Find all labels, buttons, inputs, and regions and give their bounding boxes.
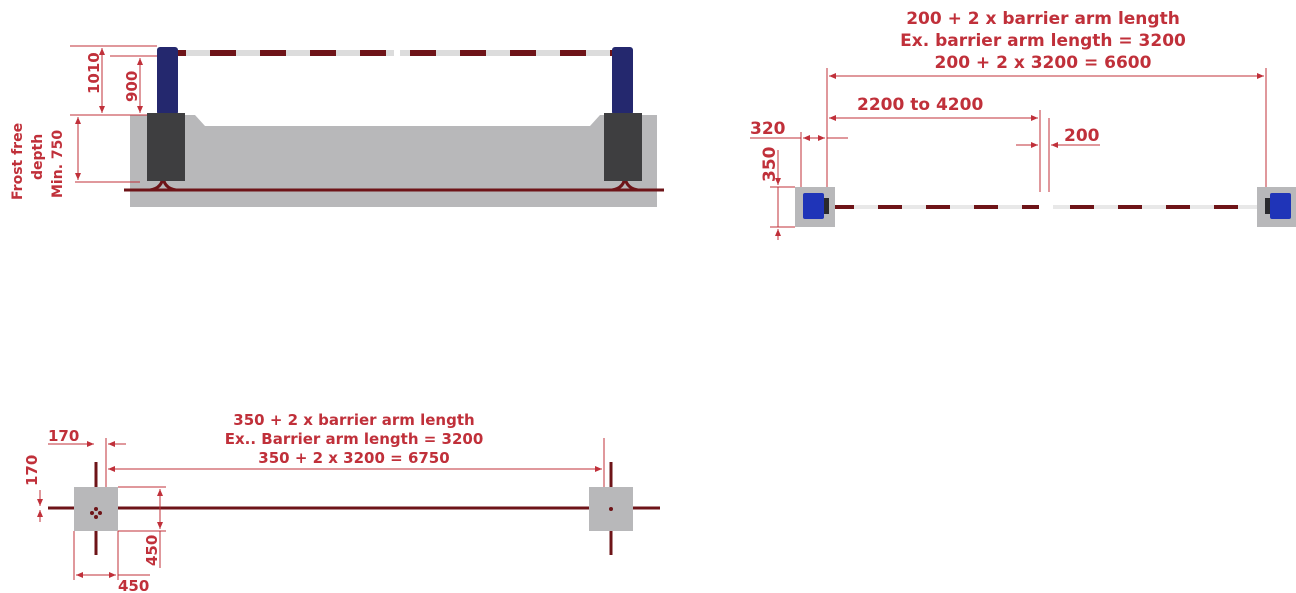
top-left-arm bbox=[835, 205, 1039, 209]
found-formula-line3: 350 + 2 x 3200 = 6750 bbox=[258, 449, 449, 467]
top-right-barrier-unit bbox=[1270, 193, 1291, 219]
frost-label-line3: Min. 750 bbox=[50, 130, 66, 198]
left-barrier-post bbox=[157, 47, 178, 115]
top-dim-range-label: 2200 to 4200 bbox=[857, 95, 983, 115]
top-formula-line3: 200 + 2 x 3200 = 6600 bbox=[935, 53, 1152, 73]
left-post-housing bbox=[147, 113, 185, 181]
top-dim-350-label: 350 bbox=[760, 146, 780, 182]
top-dim-200-label: 200 bbox=[1064, 126, 1100, 146]
foundation-view: 350 + 2 x barrier arm length Ex.. Barrie… bbox=[23, 411, 660, 593]
top-right-arm bbox=[1053, 205, 1257, 209]
right-barrier-arm bbox=[400, 50, 612, 56]
side-view: 1010 900 Frost free depth Min. 750 bbox=[10, 45, 664, 207]
found-dim-450-v-label: 450 bbox=[143, 535, 161, 566]
dim-1010-label: 1010 bbox=[85, 52, 103, 94]
dim-900-label: 900 bbox=[123, 71, 141, 102]
found-dim-170-v-label: 170 bbox=[23, 455, 41, 486]
left-barrier-arm bbox=[178, 50, 394, 56]
found-formula-line2: Ex.. Barrier arm length = 3200 bbox=[225, 430, 484, 448]
right-post-housing bbox=[604, 113, 642, 181]
found-dim-450-h-label: 450 bbox=[118, 577, 149, 593]
found-dim-170-h-label: 170 bbox=[48, 427, 79, 445]
top-formula-line2: Ex. barrier arm length = 3200 bbox=[900, 31, 1186, 51]
top-view: 200 + 2 x barrier arm length Ex. barrier… bbox=[750, 9, 1296, 240]
concrete-foundation bbox=[130, 115, 657, 207]
right-barrier-post bbox=[612, 47, 633, 115]
frost-label-line2: depth bbox=[30, 134, 46, 180]
frost-label-line1: Frost free bbox=[10, 123, 26, 200]
top-dim-320-label: 320 bbox=[750, 119, 786, 139]
found-formula-line1: 350 + 2 x barrier arm length bbox=[233, 411, 474, 429]
top-formula-line1: 200 + 2 x barrier arm length bbox=[906, 9, 1180, 29]
top-left-barrier-unit bbox=[803, 193, 824, 219]
